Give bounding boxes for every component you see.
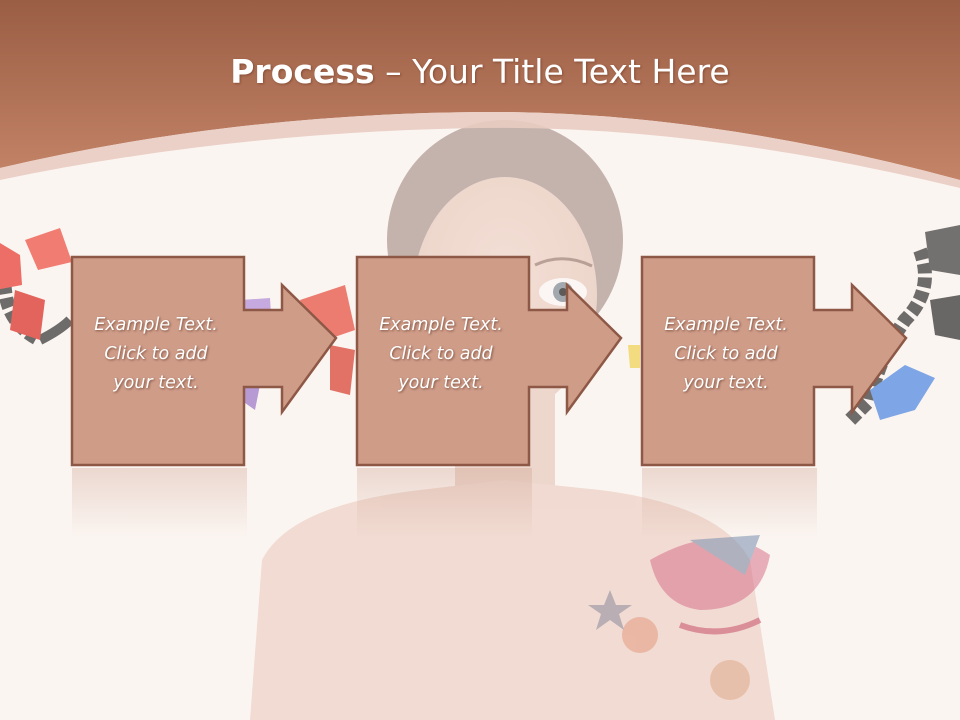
process-step-3[interactable]: Example Text. Click to add your text. (640, 255, 930, 467)
step-3-line-1: Example Text. (664, 315, 788, 335)
step-2-text[interactable]: Example Text. Click to add your text. (361, 311, 521, 398)
step-3-line-3: your text. (683, 373, 769, 393)
title-rest: – Your Title Text Here (374, 52, 730, 91)
step-2-line-3: your text. (398, 373, 484, 393)
step-2-reflection (357, 468, 532, 538)
step-1-line-3: your text. (113, 373, 199, 393)
step-2-line-2: Click to add (389, 344, 493, 364)
step-3-line-2: Click to add (674, 344, 778, 364)
step-1-reflection (72, 468, 247, 538)
step-2-line-1: Example Text. (379, 315, 503, 335)
step-1-line-2: Click to add (104, 344, 208, 364)
title-bold: Process (230, 52, 375, 91)
step-3-text[interactable]: Example Text. Click to add your text. (646, 311, 806, 398)
step-1-text[interactable]: Example Text. Click to add your text. (76, 311, 236, 398)
header-band (0, 0, 960, 180)
step-2-shape (355, 255, 623, 467)
tattoo-image (588, 535, 770, 700)
step-1-shape (70, 255, 338, 467)
step-3-reflection (642, 468, 817, 538)
header-swoosh (0, 111, 960, 188)
process-step-1[interactable]: Example Text. Click to add your text. (70, 255, 360, 467)
process-step-2[interactable]: Example Text. Click to add your text. (355, 255, 645, 467)
step-3-shape (640, 255, 908, 467)
step-1-line-1: Example Text. (94, 315, 218, 335)
slide-title[interactable]: Process – Your Title Text Here (0, 52, 960, 91)
